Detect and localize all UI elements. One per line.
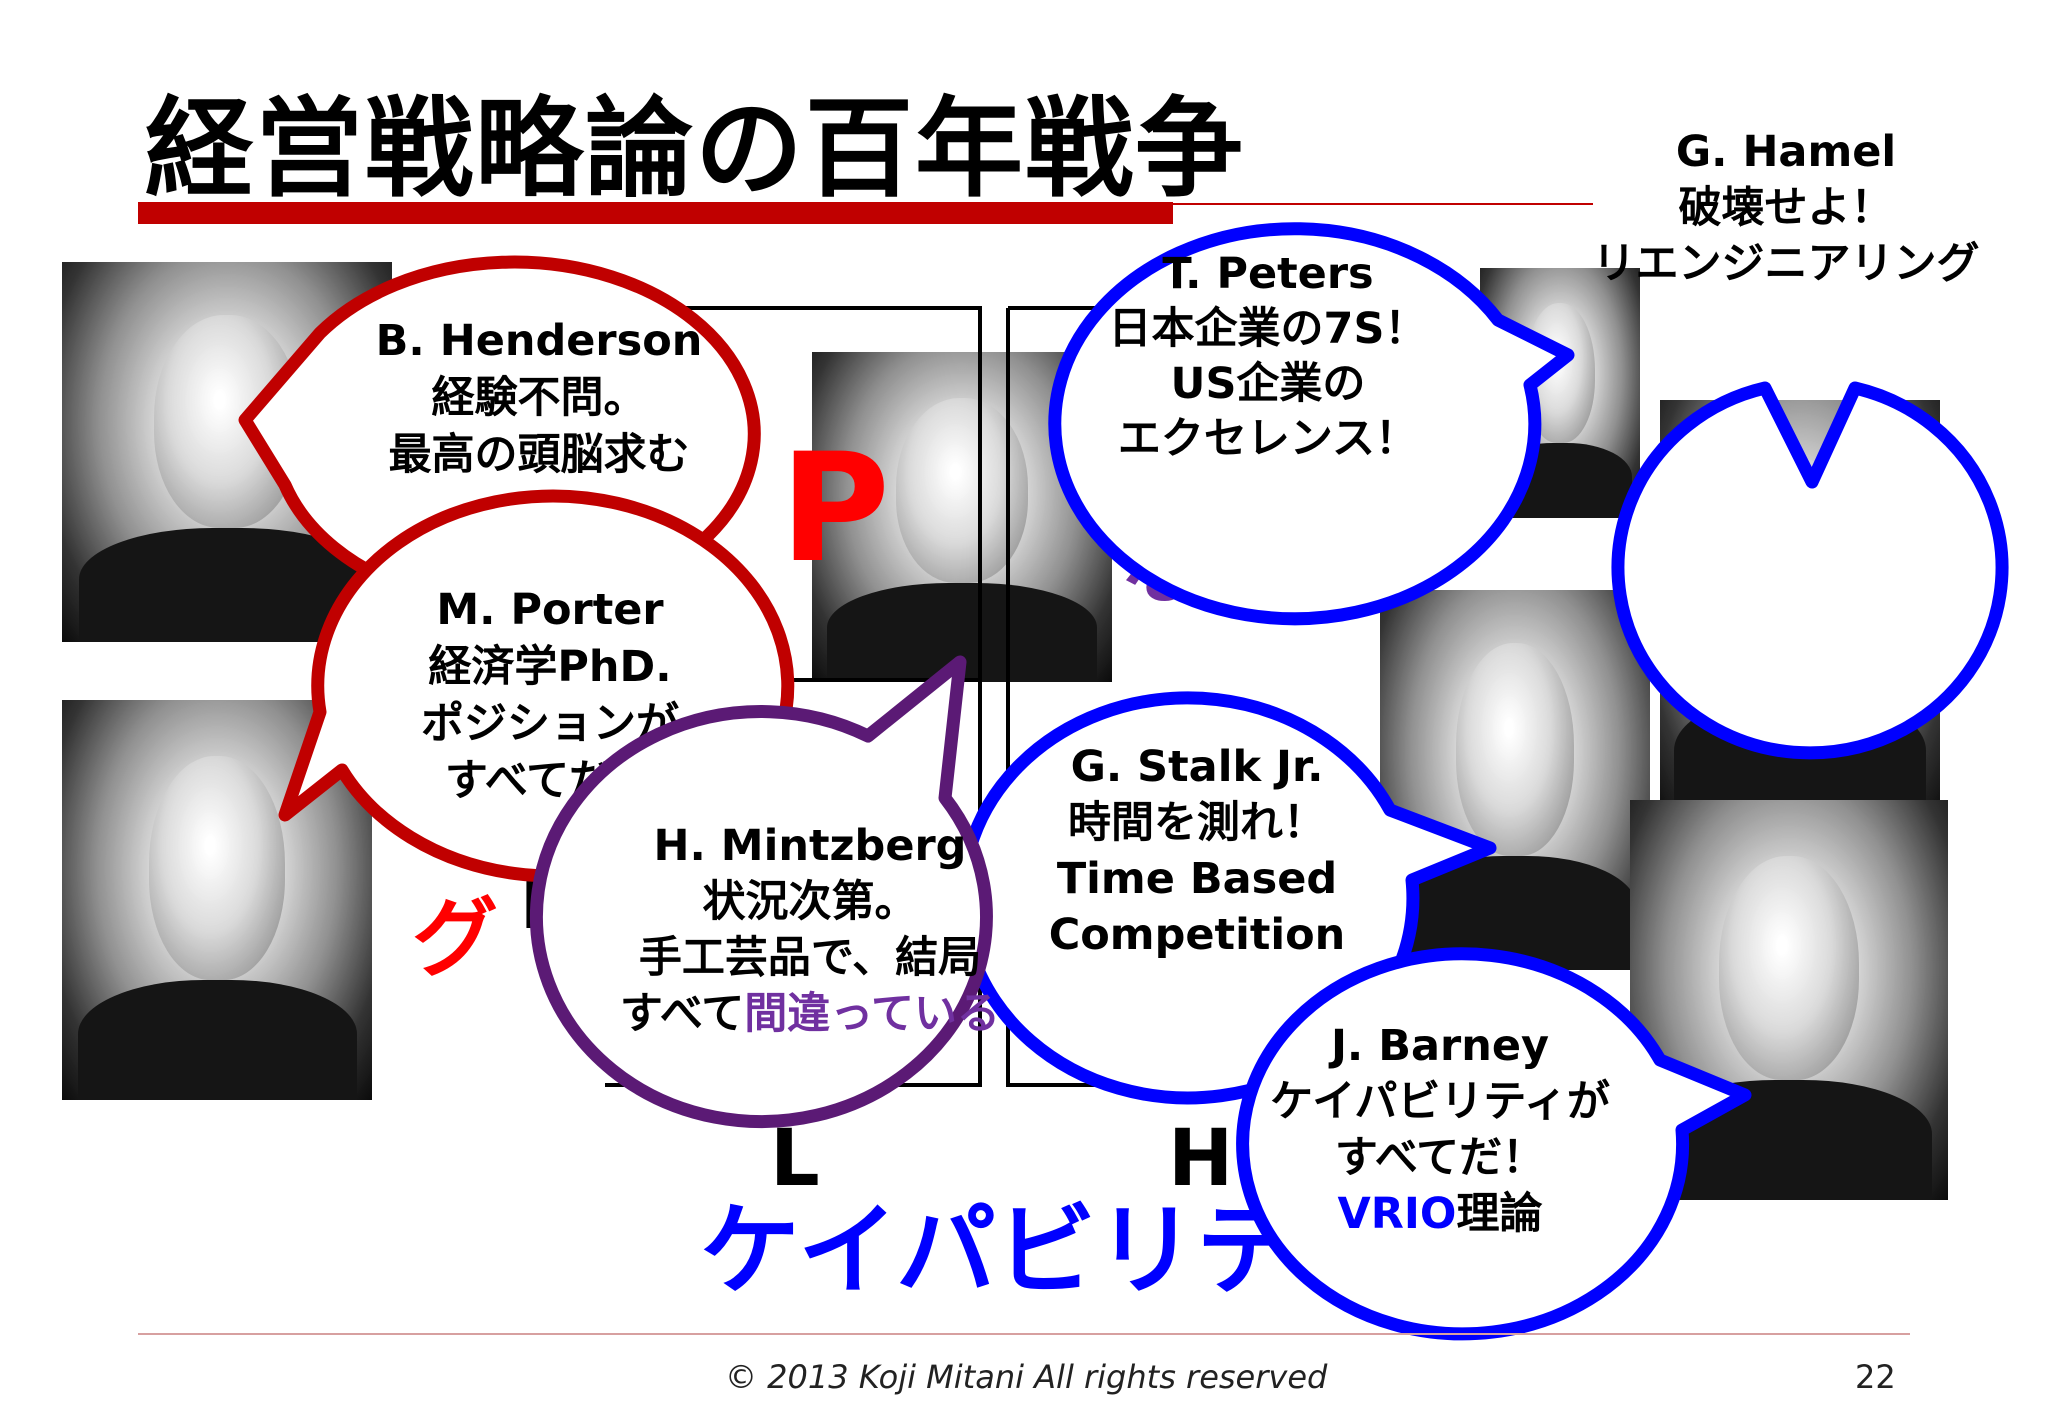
footer-copyright: © 2013 Koji Mitani All rights reserved [725, 1358, 1328, 1396]
mintzberg-line-1: H. Mintzberg [654, 821, 967, 871]
peters-line-3: US企業の [1171, 359, 1366, 409]
matrix-label-gu: グ [412, 889, 498, 989]
porter-line-1: M. Porter [436, 585, 664, 635]
barney-emphasis: VRIO [1338, 1189, 1457, 1239]
hamel-line-1: G. Hamel [1676, 127, 1896, 177]
barney-line-2: ケイパビリティが [1270, 1077, 1610, 1127]
hamel-line-3: リエンジニアリング [1593, 239, 1980, 289]
barney-line-3: すべてだ！ [1335, 1133, 1545, 1183]
porter-line-2: 経済学PhD. [428, 642, 671, 692]
title-underline-thin [1173, 203, 1593, 205]
speech-bubble-hamel: G. Hamel 破壊せよ！ リエンジニアリング [1593, 127, 2009, 760]
peters-line-4: エクセレンス！ [1118, 414, 1418, 464]
henderson-line-1: B. Henderson [376, 316, 703, 366]
footer-divider [138, 1333, 1910, 1335]
matrix-letter-p: P [780, 422, 890, 596]
mintzberg-line-3: 手工芸品で、結局 [639, 933, 981, 983]
stalk-line-2: 時間を測れ！ [1068, 798, 1326, 848]
henderson-line-2: 経験不問。 [432, 373, 647, 423]
title-underline [138, 202, 1173, 224]
stalk-line-4: Competition [1049, 910, 1346, 960]
mintzberg-line-4: すべて間違っている [620, 989, 1000, 1039]
mintzberg-emphasis: 間違っている [744, 989, 1000, 1039]
henderson-line-3: 最高の頭脳求む [389, 430, 690, 480]
barney-line-4: VRIO理論 [1338, 1189, 1543, 1239]
axis-label-l: L [770, 1114, 820, 1204]
mintzberg-line-2: 状況次第。 [703, 877, 918, 927]
stalk-line-3: Time Based [1057, 854, 1337, 904]
slide-title: 経営戦略論の百年戦争 [145, 87, 1246, 212]
speech-bubble-barney: J. Barney ケイパビリティが すべてだ！ VRIO理論 [1236, 947, 1752, 1341]
speech-bubble-peters: T. Peters 日本企業の7S！ US企業の エクセレンス！ [1048, 222, 1575, 626]
mintzberg-line-4-prefix: すべて [620, 989, 744, 1039]
peters-line-1: T. Peters [1162, 249, 1373, 299]
stalk-line-1: G. Stalk Jr. [1071, 742, 1324, 792]
peters-line-2: 日本企業の7S！ [1109, 304, 1428, 354]
barney-line-4-suffix: 理論 [1456, 1189, 1542, 1239]
hamel-line-2: 破壊せよ！ [1679, 183, 1894, 233]
speech-bubble-mintzberg: H. Mintzberg 状況次第。 手工芸品で、結局 すべて間違っている [529, 655, 1000, 1128]
barney-line-1: J. Barney [1328, 1021, 1549, 1071]
axis-label-h: H [1168, 1114, 1233, 1204]
page-number: 22 [1855, 1358, 1896, 1396]
